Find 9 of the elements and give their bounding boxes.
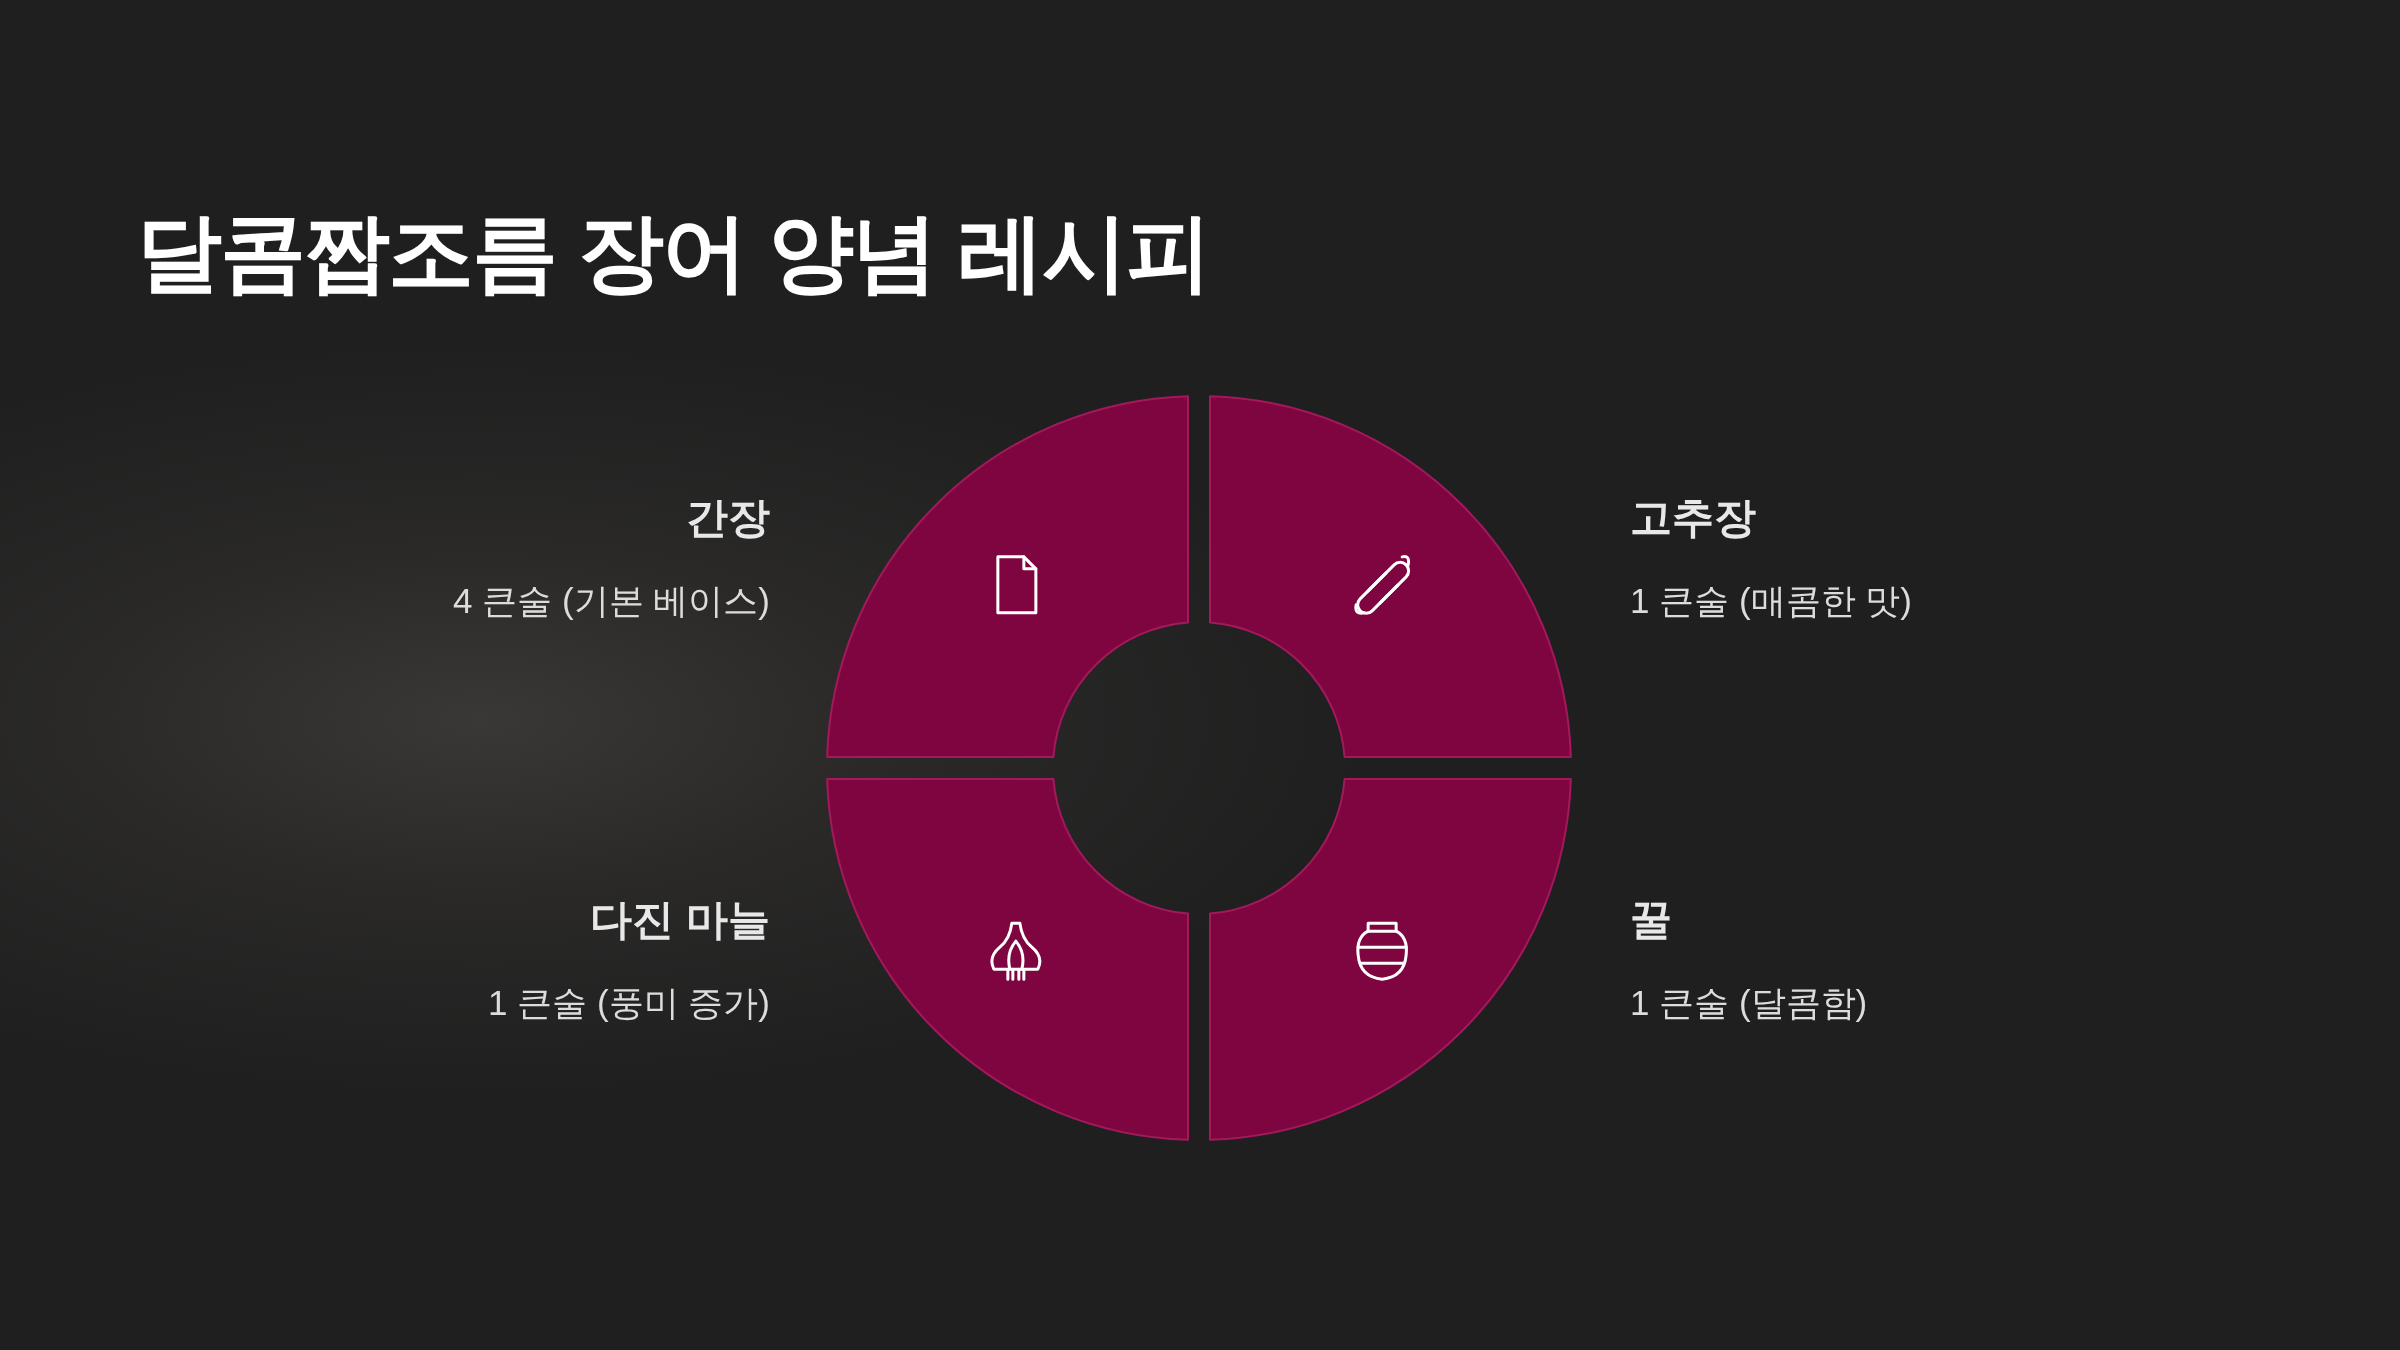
amount-text: 1 큰술 (풍미 증가) xyxy=(488,982,770,1024)
title: 달콤짭조름 장어 양념 레시피 xyxy=(136,203,1210,302)
amount-text: 1 큰술 (달콤함) xyxy=(1630,982,1868,1024)
ingredient-name: 간장 xyxy=(686,493,770,543)
amount-text: 1 큰술 (매콤한 맛) xyxy=(1630,580,1912,622)
amount-text: 4 큰술 (기본 베이스) xyxy=(453,580,770,622)
ingredient-name: 다진 마늘 xyxy=(590,895,770,945)
ingredient-name: 고추장 xyxy=(1630,493,1756,543)
ingredient-name: 꿀 xyxy=(1630,895,1672,945)
